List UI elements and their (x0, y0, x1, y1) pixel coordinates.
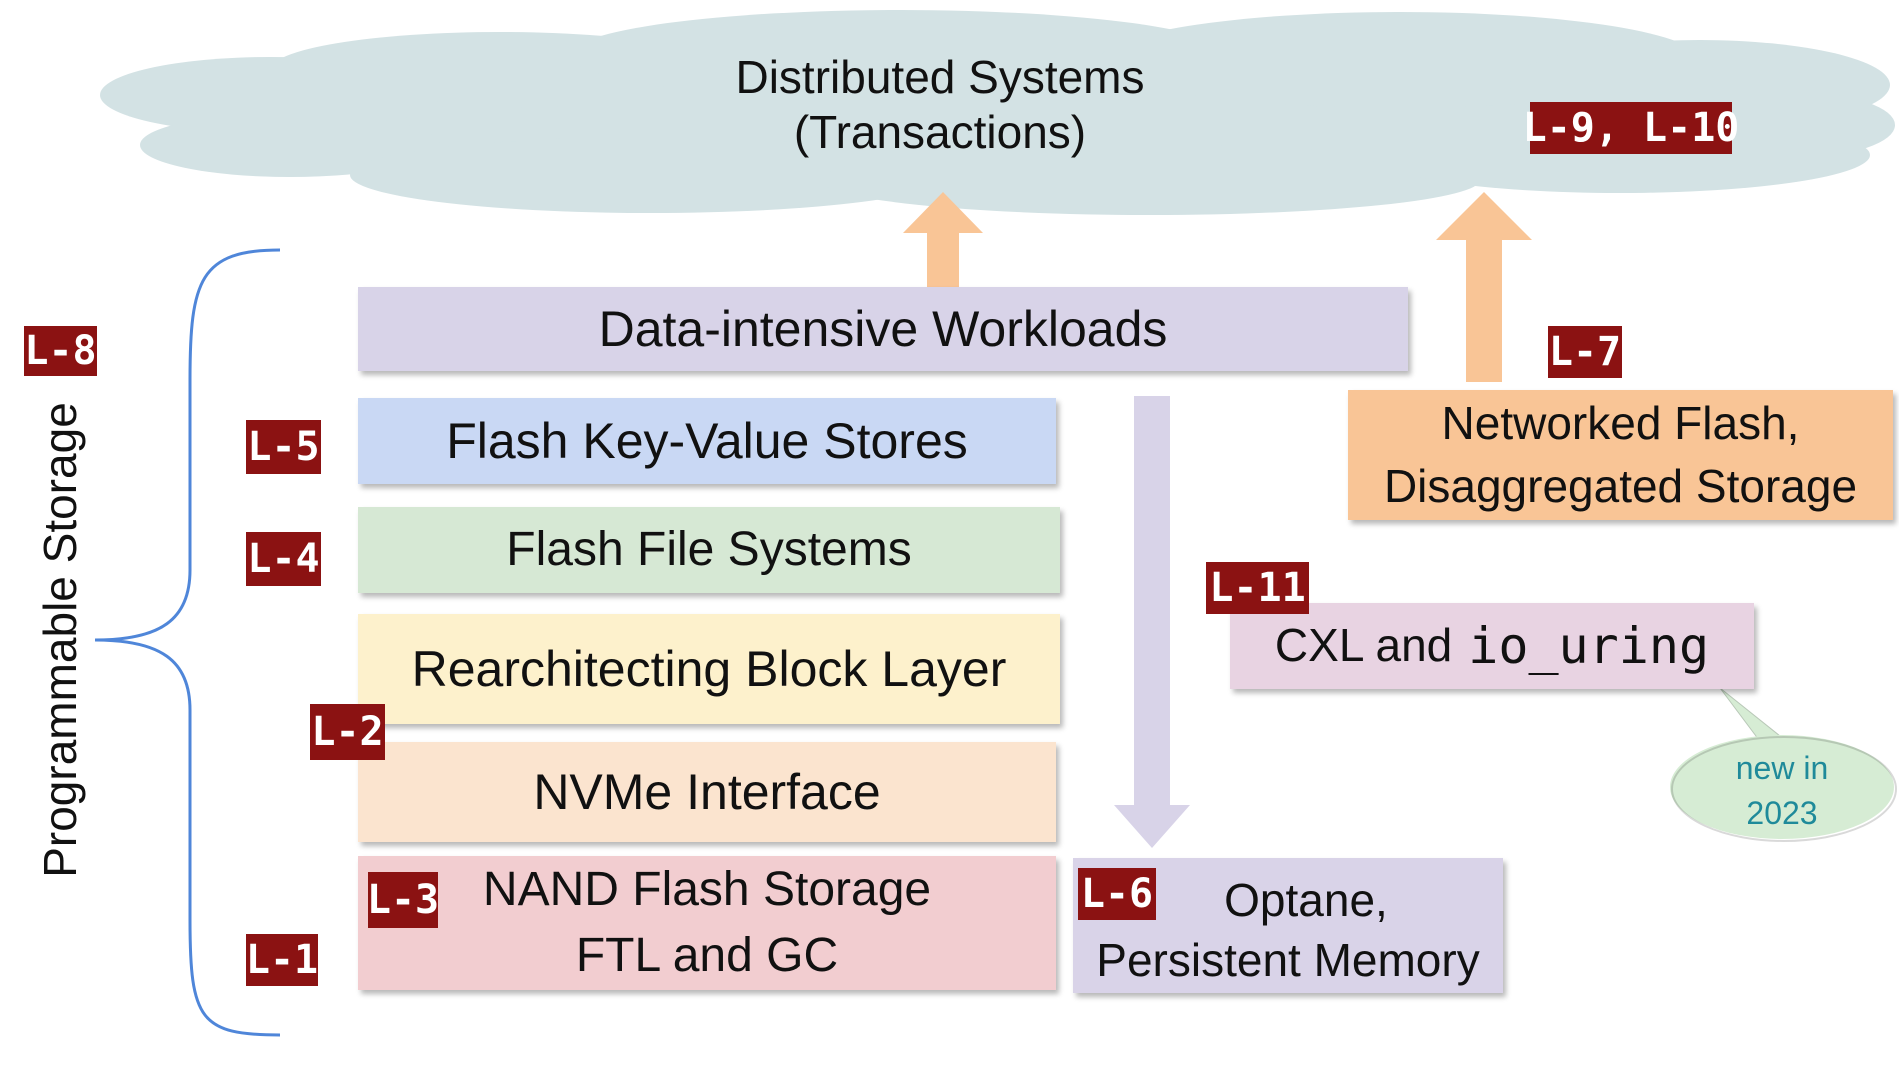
curly-brace (94, 248, 281, 1037)
box-flash-file-systems: Flash File Systems (358, 507, 1060, 593)
tag-l7: L-7 (1548, 326, 1622, 378)
block-label: Rearchitecting Block Layer (411, 641, 1007, 697)
box-cxl-io-uring: CXL and io_uring (1230, 603, 1754, 689)
speech-bubble (1670, 687, 1897, 842)
box-flash-kv-stores: Flash Key-Value Stores (358, 398, 1056, 484)
networked-line1: Networked Flash, (1441, 396, 1800, 449)
box-networked-flash: Networked Flash, Disaggregated Storage (1348, 390, 1893, 520)
tag-l4: L-4 (246, 532, 321, 586)
cloud-shape (100, 10, 1895, 215)
bubble-note: new in 2023 (1672, 746, 1892, 836)
box-nand-flash: NAND Flash Storage FTL and GC (358, 856, 1056, 990)
tag-l1: L-1 (246, 934, 318, 986)
cxl-label: CXL and (1274, 619, 1453, 672)
networked-line2: Disaggregated Storage (1383, 460, 1858, 512)
brace-label: Programmable Storage (34, 402, 86, 878)
optane-line2: Persistent Memory (1096, 933, 1480, 986)
bubble-line1: new in (1735, 750, 1829, 786)
fs-label: Flash File Systems (506, 523, 912, 577)
box-block-layer: Rearchitecting Block Layer (358, 614, 1060, 724)
workloads-label: Data-intensive Workloads (598, 301, 1168, 357)
tag-l6: L-6 (1078, 868, 1156, 920)
tag-l5: L-5 (246, 420, 321, 474)
tag-l8: L-8 (24, 326, 97, 376)
tag-l3: L-3 (367, 872, 439, 928)
io-uring-code: io_uring (1468, 617, 1710, 675)
tag-l2: L-2 (310, 704, 385, 760)
nvme-label: NVMe Interface (533, 764, 881, 820)
box-nvme-interface: NVMe Interface (358, 742, 1056, 842)
cloud-title: Distributed Systems (Transactions) (640, 50, 1240, 160)
optane-line1: Optane, (1224, 873, 1388, 926)
tag-l11: L-11 (1206, 562, 1309, 614)
tag-l9-l10: L-9, L-10 (1523, 102, 1739, 154)
down-arrow-optane (1114, 396, 1190, 848)
box-data-intensive-workloads: Data-intensive Workloads (358, 287, 1408, 371)
bubble-line2: 2023 (1746, 794, 1818, 831)
cloud-line2: (Transactions) (793, 106, 1087, 159)
nand-line2: FTL and GC (575, 929, 839, 982)
kv-label: Flash Key-Value Stores (446, 413, 968, 469)
cloud-line1: Distributed Systems (735, 51, 1145, 103)
up-arrow-networked (1436, 192, 1532, 382)
up-arrow-workloads (903, 192, 983, 287)
nand-line1: NAND Flash Storage (482, 862, 932, 916)
